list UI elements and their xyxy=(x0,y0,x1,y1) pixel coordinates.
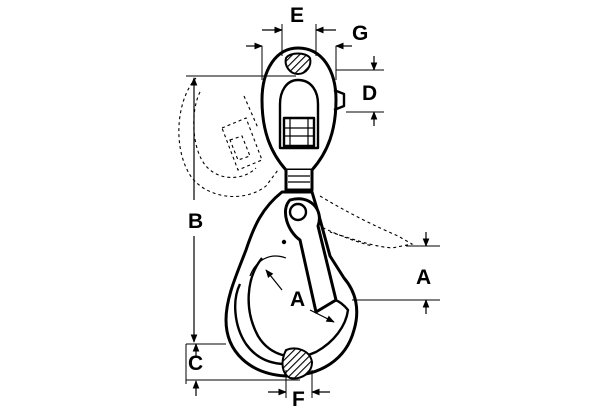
swivel-eye xyxy=(260,46,346,192)
eye-section-hatch xyxy=(284,52,312,76)
label-a-right: A xyxy=(416,266,431,289)
swung-position-ghost xyxy=(178,77,414,249)
label-c: C xyxy=(188,352,203,375)
label-b: B xyxy=(188,210,203,233)
label-d: D xyxy=(362,82,377,105)
label-g: G xyxy=(352,22,368,45)
label-f: F xyxy=(292,388,305,411)
hook-body xyxy=(224,190,359,380)
label-e: E xyxy=(290,4,304,27)
bottom-section-hatch xyxy=(281,347,314,380)
label-a-inner: A xyxy=(290,288,305,311)
dimension-lines xyxy=(185,24,440,398)
